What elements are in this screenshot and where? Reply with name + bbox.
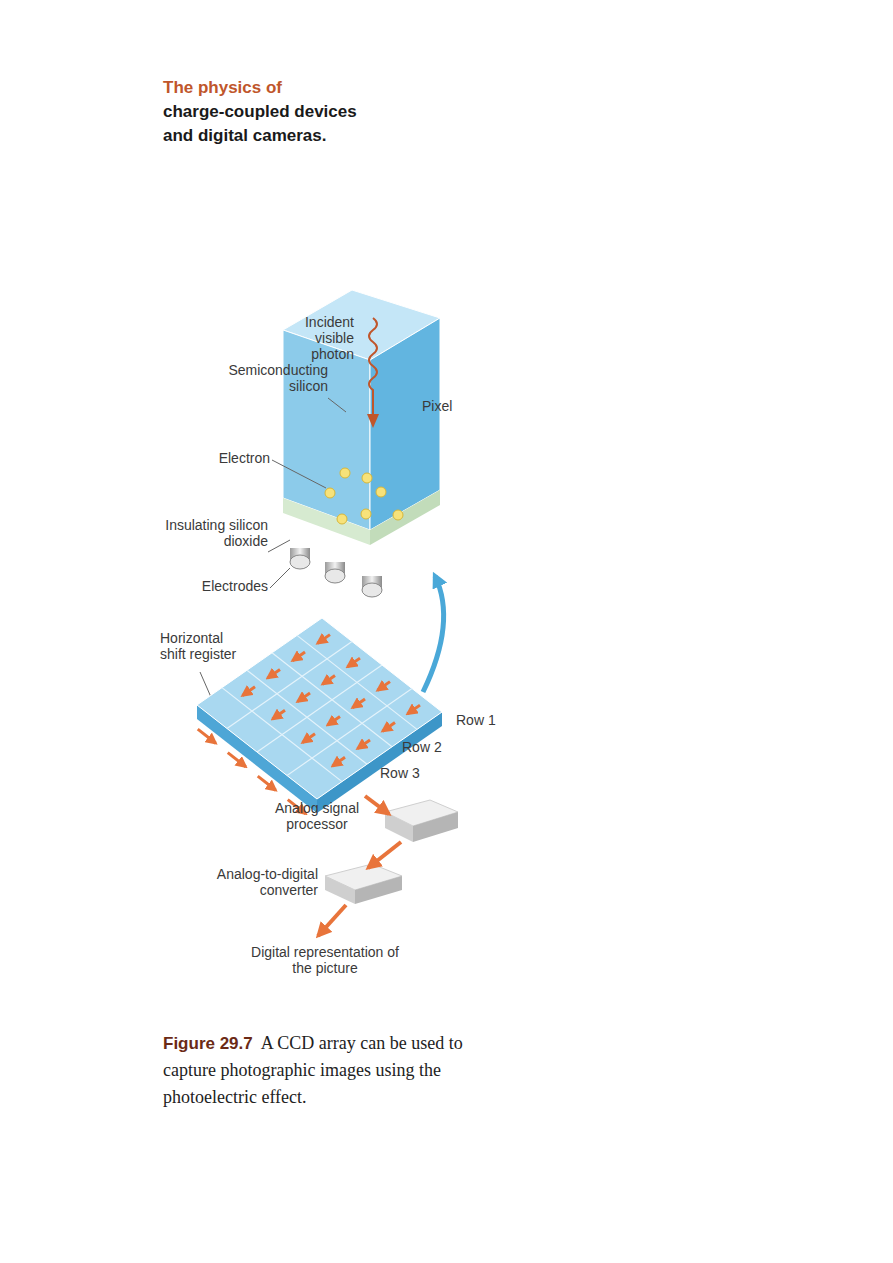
ccd-array — [197, 618, 442, 799]
part-label: Insulating silicon dioxide — [146, 517, 268, 549]
photon-wave — [367, 318, 379, 428]
electron-dot — [361, 509, 371, 519]
pixel-cube — [283, 290, 440, 530]
transfer-arrow — [423, 576, 444, 692]
figure-caption-block: Figure 29.7A CCD array can be used to ca… — [163, 1030, 493, 1111]
part-label: Row 1 — [456, 712, 506, 728]
photon-wave — [367, 414, 379, 428]
pixel-cube: Pixel — [283, 288, 443, 578]
electron-dot — [362, 473, 372, 483]
part-label: Electrodes — [186, 578, 268, 594]
leader-line — [328, 398, 346, 412]
leader-line — [272, 460, 326, 488]
charge-arrow — [358, 740, 371, 749]
charge-arrow — [243, 687, 256, 696]
part-label: Analog signal processor — [257, 800, 377, 832]
charge-arrow — [273, 710, 286, 719]
electrode — [290, 555, 310, 569]
part-label: Electron — [190, 450, 270, 466]
converter-box: Analog-to-digital converter — [324, 862, 404, 906]
charge-arrow — [383, 723, 396, 732]
charge-arrow — [268, 669, 281, 678]
electron-dot — [376, 487, 386, 497]
electrode — [290, 548, 382, 597]
electron-dot — [393, 510, 403, 520]
output-arrow — [318, 905, 346, 936]
charge-arrow — [298, 693, 311, 702]
leader-line — [268, 540, 290, 552]
part-label: Analog-to-digital converter — [210, 866, 318, 898]
charge-arrow — [318, 635, 331, 644]
figure-number: Figure 29.7 — [163, 1034, 253, 1053]
processor-box — [413, 812, 458, 842]
electrode — [325, 569, 345, 583]
charge-arrow — [348, 658, 361, 667]
charge-arrow — [258, 776, 276, 790]
electrode — [362, 583, 382, 597]
processor-box: Analog signal processor — [385, 800, 459, 844]
charge-arrow — [408, 705, 421, 714]
part-label: Pixel — [422, 398, 462, 414]
electron-dot — [325, 468, 403, 524]
photon-wave — [369, 318, 377, 418]
output-label: Digital representation of the picture — [240, 944, 410, 976]
grid-line — [257, 665, 382, 752]
part-label: Row 2 — [402, 739, 452, 755]
converter-box — [325, 864, 402, 904]
ccd-array: Row 1Row 2Row 3 — [195, 612, 443, 802]
charge-arrow — [303, 734, 316, 743]
signal-arrow — [365, 796, 389, 814]
electron-dot — [337, 514, 347, 524]
heading: The physics of — [163, 76, 423, 100]
part-label: Row 3 — [380, 765, 430, 781]
signal-arrow — [368, 842, 401, 868]
oxide-layer — [283, 498, 370, 545]
oxide-layer — [370, 490, 440, 545]
part-label: Incident visible photon — [290, 314, 354, 362]
processor-box — [385, 800, 458, 842]
part-label: Horizontal shift register — [160, 630, 252, 662]
converter-box — [325, 876, 355, 904]
charge-arrow — [353, 699, 366, 708]
electron-dot — [325, 488, 335, 498]
subheading: charge-coupled devices and digital camer… — [163, 100, 373, 148]
grid-line — [227, 642, 352, 729]
charge-arrow — [198, 729, 216, 743]
charge-arrow — [328, 716, 341, 725]
charge-arrow — [333, 757, 346, 766]
charge-arrow — [293, 652, 306, 661]
charge-arrow — [228, 753, 246, 767]
charge-arrow — [378, 682, 391, 691]
processor-box — [385, 812, 413, 842]
output-arrow — [318, 905, 346, 936]
grid-line — [287, 689, 412, 776]
converter-box — [355, 876, 402, 904]
electron-dot — [340, 468, 350, 478]
leader-line — [270, 568, 290, 588]
charge-arrow — [323, 676, 336, 685]
part-label: Semiconducting silicon — [218, 362, 328, 394]
oxide-layer — [283, 490, 440, 545]
